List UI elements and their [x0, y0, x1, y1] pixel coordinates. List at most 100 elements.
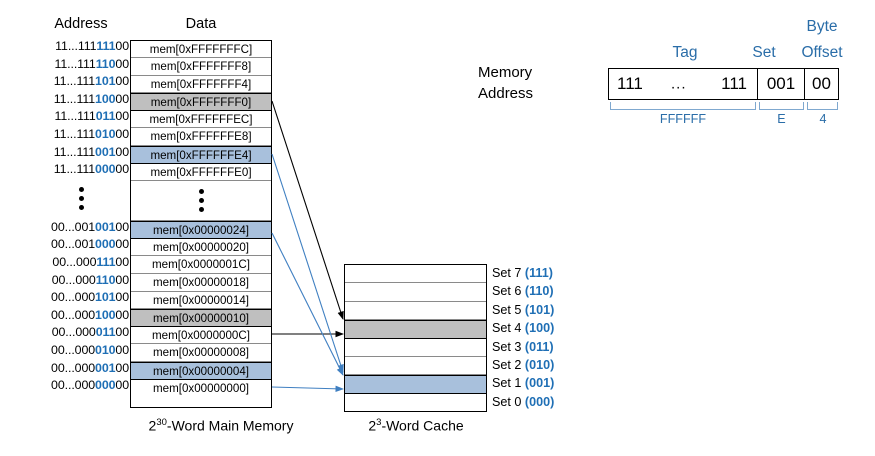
address-offset-bits: 00 — [115, 109, 129, 124]
cache-set-row — [345, 265, 486, 284]
address-set-bits: 101 — [95, 290, 116, 305]
set-bracket-label: E — [777, 112, 786, 126]
cache-set-name: Set 6 — [492, 284, 525, 299]
tag-field: 111 ... 111 — [609, 69, 757, 99]
main-memory-table: mem[0xFFFFFFFC]mem[0xFFFFFFF8]mem[0xFFFF… — [130, 39, 272, 408]
address-set-bits: 101 — [95, 74, 116, 89]
address-tag-bits: 11...111 — [55, 39, 97, 53]
cache-table — [344, 264, 487, 412]
memory-ellipsis — [131, 181, 271, 222]
memory-cell: mem[0xFFFFFFE4] — [131, 146, 271, 164]
cache-set-bits: (111) — [524, 266, 553, 280]
address-row: 11...11110000 — [33, 91, 129, 109]
tag-bits-right: 111 — [721, 74, 747, 93]
cache-set-label: Set 5 (101) — [492, 301, 602, 319]
address-offset-bits: 00 — [115, 360, 129, 375]
address-tag-bits: 11...111 — [54, 109, 96, 124]
tag-bracket-label: FFFFFF — [659, 112, 707, 126]
address-set-bits: 000 — [95, 237, 116, 252]
address-offset-bits: 00 — [115, 74, 129, 89]
memory-cell: mem[0x00000014] — [131, 292, 271, 310]
cache-set-name: Set 5 — [492, 302, 525, 317]
set-field-header: Set — [752, 44, 776, 61]
cache-set-bits: (101) — [524, 302, 555, 317]
cache-set-row — [345, 357, 486, 376]
address-tag-bits: 00...001 — [51, 237, 96, 252]
address-offset-bits: 00 — [115, 254, 129, 269]
address-tag-bits: 00...000 — [51, 307, 96, 322]
address-row: 00...00001100 — [33, 324, 129, 342]
cache-set-label: Set 7 (111) — [492, 264, 602, 282]
memory-cell: mem[0x00000010] — [131, 309, 271, 327]
cache-set-bits: (110) — [524, 284, 554, 299]
cache-set-row — [345, 375, 486, 394]
address-offset-bits: 00 — [115, 237, 129, 252]
cache-set-row — [345, 339, 486, 357]
cache-set-row — [345, 283, 486, 302]
memory-cell: mem[0xFFFFFFFC] — [131, 41, 271, 59]
address-tag-bits: 00...000 — [51, 290, 96, 305]
main-memory-caption: 230-Word Main Memory — [131, 417, 311, 434]
address-tag-bits: 11...111 — [53, 162, 96, 177]
address-tag-bits: 11...111 — [53, 74, 96, 89]
memory-cell: mem[0x0000001C] — [131, 256, 271, 275]
cache-set-label: Set 1 (001) — [492, 374, 602, 392]
address-set-bits: 011 — [95, 109, 116, 124]
address-set-bits: 001 — [95, 144, 116, 159]
cache-set-label: Set 6 (110) — [492, 282, 602, 300]
cache-set-name: Set 4 — [492, 321, 525, 336]
address-row: 00...00010100 — [33, 289, 129, 307]
cache-set-label: Set 3 (011) — [492, 338, 602, 356]
memory-cell: mem[0xFFFFFFE8] — [131, 128, 271, 147]
cache-set-name: Set 1 — [492, 376, 525, 391]
address-tag-bits: 00...000 — [52, 254, 97, 269]
address-row: 00...00100100 — [33, 219, 129, 237]
address-set-bits: 001 — [95, 360, 116, 375]
offset-bracket — [807, 102, 838, 110]
address-set-bits: 010 — [95, 126, 116, 141]
address-row: 11...11100000 — [33, 161, 129, 179]
mem-caption-exponent: 30 — [156, 417, 167, 428]
address-tag-bits: 00...000 — [51, 360, 96, 375]
cache-set-label: Set 4 (100) — [492, 319, 602, 337]
memory-cell: mem[0x00000020] — [131, 239, 271, 257]
cache-set-bits: (001) — [524, 376, 555, 391]
address-offset-bits: 00 — [115, 325, 129, 340]
address-tag-bits: 11...111 — [53, 144, 96, 159]
memory-cell: mem[0x00000024] — [131, 221, 271, 239]
memory-cell: mem[0x00000000] — [152, 381, 250, 395]
address-offset-bits: 00 — [115, 342, 129, 357]
address-offset-bits: 00 — [115, 219, 129, 234]
cache-caption: 23-Word Cache — [345, 417, 487, 434]
memory-cell: mem[0x00000004] — [131, 362, 271, 380]
address-offset-bits: 00 — [115, 144, 129, 159]
address-offset-bits: 00 — [115, 56, 129, 71]
address-column-header: Address — [54, 16, 108, 32]
cache-set-bits: (011) — [524, 339, 554, 354]
data-column-header: Data — [185, 16, 217, 32]
address-tag-bits: 00...000 — [51, 378, 96, 393]
address-ellipsis — [33, 179, 129, 219]
cache-set-bits: (010) — [524, 357, 555, 372]
address-row: 11...11111100 — [33, 38, 129, 56]
address-set-bits: 111 — [96, 39, 116, 53]
cache-set-bits: (000) — [524, 394, 555, 409]
cache-set-label: Set 2 (010) — [492, 356, 602, 374]
address-set-bits: 000 — [95, 378, 116, 393]
address-set-bits: 110 — [95, 56, 116, 71]
address-offset-bits: 00 — [115, 126, 129, 141]
memory-address-label-line1: Memory — [478, 64, 533, 81]
memory-address-bit-fields: 111 ... 111 001 00 — [608, 68, 839, 100]
address-row: 00...00000100 — [33, 360, 129, 378]
address-row: 11...11110100 — [33, 73, 129, 91]
byte-label: Byte — [806, 18, 838, 35]
tag-field-header: Tag — [672, 44, 698, 61]
address-row: 00...00011000 — [33, 272, 129, 290]
address-tag-bits: 00...001 — [51, 219, 96, 234]
memory-cell: mem[0xFFFFFFF0] — [131, 93, 271, 111]
set-bracket — [759, 102, 804, 110]
address-row: 00...00010000 — [33, 307, 129, 325]
address-row: 00...00100000 — [33, 236, 129, 254]
mem-caption-base: 2 — [148, 417, 157, 434]
